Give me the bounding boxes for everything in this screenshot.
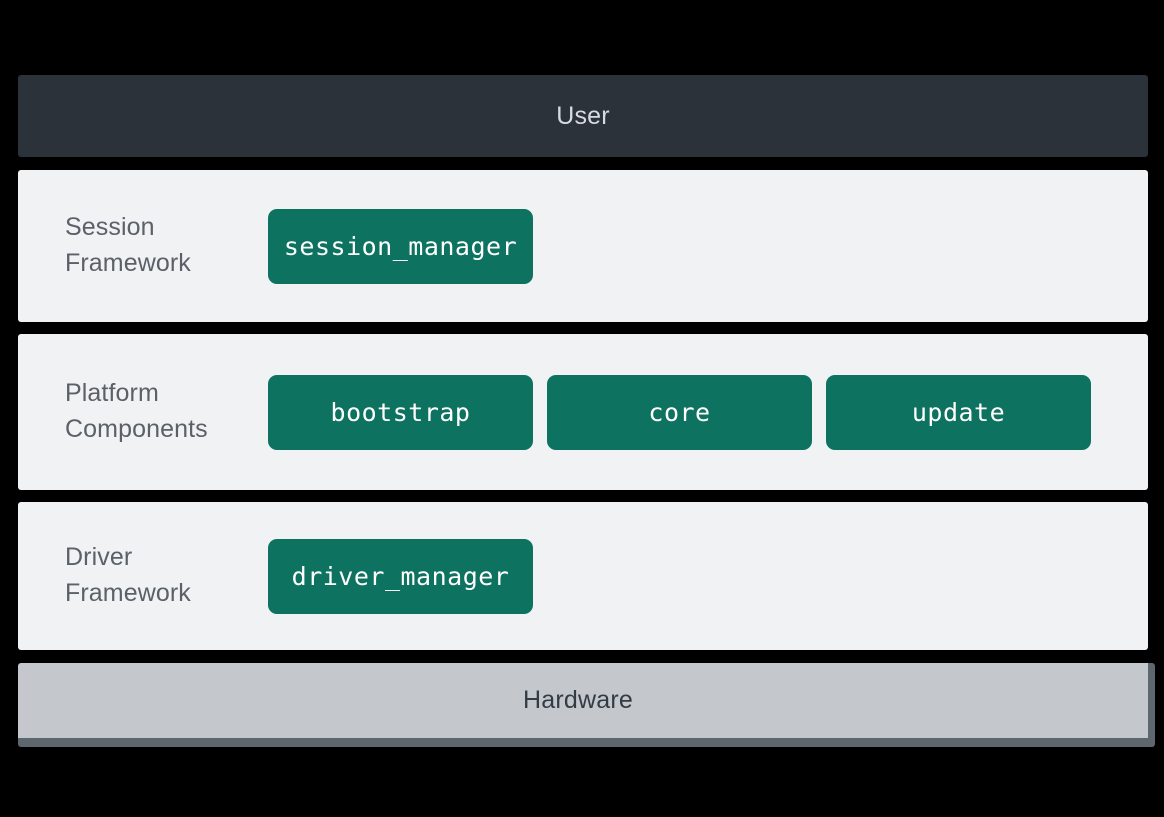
architecture-stack: User Session Framework session_manager P… [18,75,1148,662]
layer-session-framework-components: session_manager [268,208,533,284]
layer-platform-components-components: bootstrap core update [268,374,1091,450]
layer-session-framework-label: Session Framework [65,210,268,282]
component-update[interactable]: update [826,374,1091,450]
layer-label-line-2: Framework [65,249,191,277]
layer-label-line-1: Platform [65,379,159,408]
hardware-layer-label: Hardware [523,686,633,714]
component-driver-manager[interactable]: driver_manager [268,538,533,614]
layer-driver-framework: Driver Framework driver_manager [18,502,1148,650]
user-layer-bar: User [18,75,1148,157]
layer-label-line-1: Driver [65,543,133,572]
layer-platform-components-label: Platform Components [65,376,268,448]
layer-driver-framework-components: driver_manager [268,538,533,614]
hardware-layer-bar: Hardware [18,663,1155,747]
layer-platform-components: Platform Components bootstrap core updat… [18,334,1148,490]
component-bootstrap[interactable]: bootstrap [268,374,533,450]
layer-driver-framework-label: Driver Framework [65,540,268,612]
user-layer-label: User [556,101,610,130]
component-session-manager[interactable]: session_manager [268,208,533,284]
layer-session-framework: Session Framework session_manager [18,170,1148,322]
layer-label-line-1: Session [65,213,155,242]
layer-label-line-2: Components [65,415,208,443]
layer-label-line-2: Framework [65,579,191,607]
component-core[interactable]: core [547,374,812,450]
